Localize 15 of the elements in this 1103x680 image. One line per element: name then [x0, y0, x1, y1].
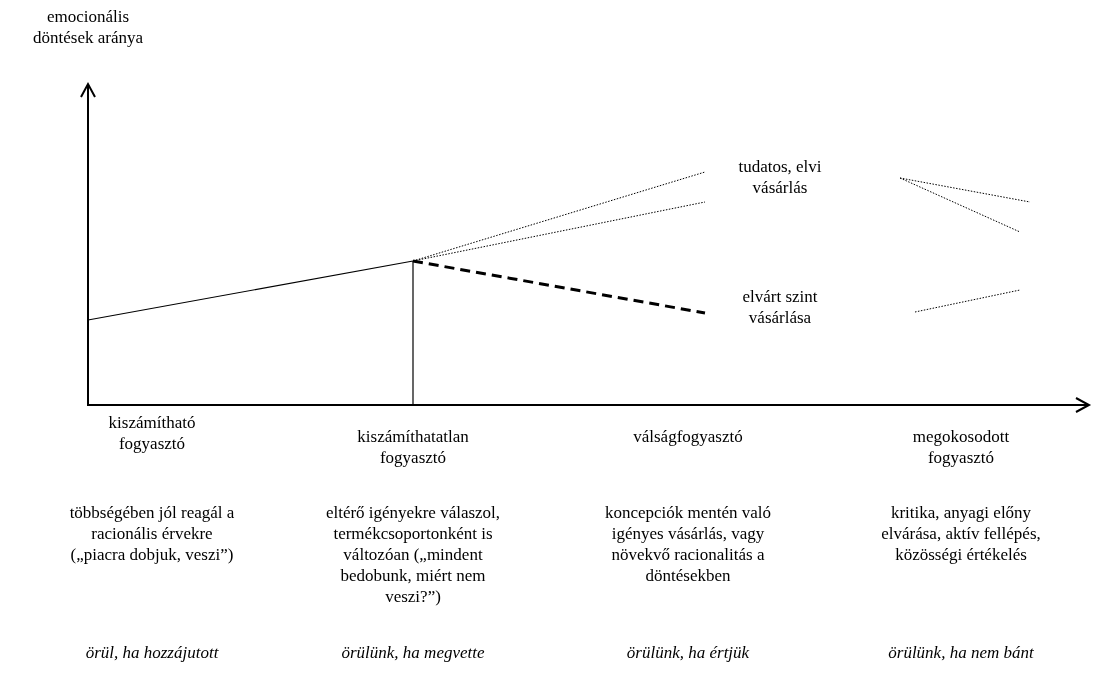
description: koncepciók mentén való igényes vásárlás, vagy növekvő racionalitás a döntésekben — [603, 502, 773, 586]
line-label: tudatos, elvi vásárlás — [737, 156, 823, 198]
description: eltérő igényekre válaszol, termékcsoportonként is változóan („mindent bedobunk, miért nem veszi?”) — [324, 502, 502, 607]
description: kritika, anyagi előny elvárása, aktív fellépés, közösségi értékelés — [880, 502, 1042, 565]
column-heading: kiszámíthatatlan fogyasztó — [356, 426, 470, 468]
conclusion: örülünk, ha nem bánt — [887, 642, 1035, 663]
description: többségében jól reagál a racionális érvekre („piacra dobjuk, veszi”) — [68, 502, 236, 565]
conclusion: örül, ha hozzájutott — [84, 642, 220, 663]
column-heading: válságfogyasztó — [632, 426, 744, 447]
column-heading: megokosodott fogyasztó — [911, 426, 1011, 468]
conclusion: örülünk, ha megvette — [340, 642, 486, 663]
column-heading: kiszámítható fogyasztó — [107, 412, 197, 454]
axis-title: emocionális döntések aránya — [32, 6, 144, 48]
line-label: elvárt szint vásárlása — [741, 286, 819, 328]
conclusion: örülünk, ha értjük — [625, 642, 751, 663]
